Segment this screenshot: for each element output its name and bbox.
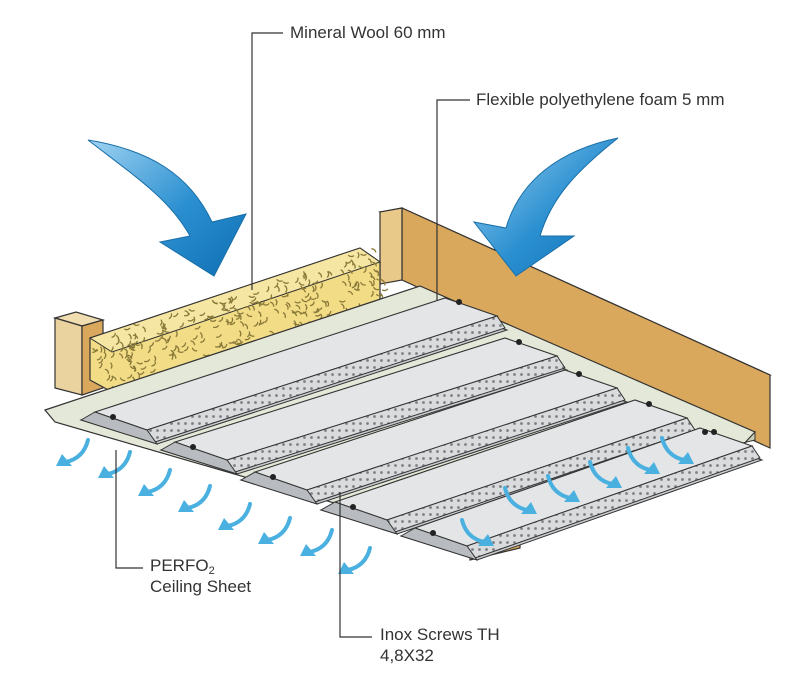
perfo2-ceiling-sheet: [79, 297, 764, 561]
small-curved-arrow-icon: [98, 450, 132, 478]
sheet-rib-end: [239, 471, 319, 505]
small-curved-arrow-icon: [56, 438, 90, 466]
screw-icon: [110, 414, 116, 420]
curved-arrow-down-icon: [87, 139, 247, 277]
sheet-rib-end: [159, 441, 239, 475]
screw-icon: [190, 444, 196, 450]
small-curved-arrow-icon: [338, 546, 372, 574]
perfo2-sheet-label: PERFO2 Ceiling Sheet: [150, 555, 251, 597]
small-curved-arrow-icon: [300, 528, 334, 556]
pe-foam-label: Flexible polyethylene foam 5 mm: [476, 90, 725, 109]
curved-arrow-down-icon: [472, 137, 619, 277]
small-curved-arrow-icon: [588, 460, 622, 488]
screw-icon: [456, 299, 462, 305]
sheet-leader: [115, 450, 143, 569]
mineral-wool-layer: [88, 247, 389, 393]
sheet-rib-end: [79, 411, 159, 445]
small-curved-arrow-icon: [626, 446, 660, 474]
small-curved-arrow-icon: [503, 486, 537, 514]
small-curved-arrow-icon: [178, 484, 212, 512]
small-curved-arrow-icon: [258, 516, 292, 544]
screw-icon: [430, 530, 436, 536]
absorbed-sound-arrows: [56, 436, 694, 574]
sheet-rib-end: [399, 527, 479, 561]
screw-icon: [576, 371, 582, 377]
screws-line2: 4,8X32: [380, 646, 434, 665]
small-curved-arrow-icon: [546, 474, 580, 502]
ceiling-sheet-text: Ceiling Sheet: [150, 577, 252, 596]
screw-icon: [646, 401, 652, 407]
mineral-wool-leader: [251, 32, 283, 290]
small-curved-arrow-icon: [460, 518, 494, 546]
small-curved-arrow-icon: [660, 436, 694, 464]
inox-screws: [110, 299, 717, 536]
screws-line1: Inox Screws TH: [380, 625, 500, 644]
perfo2-subscript: 2: [208, 565, 215, 577]
back-wooden-beam: [378, 207, 772, 449]
screw-icon: [516, 339, 522, 345]
screw-icon: [350, 504, 356, 510]
inox-screws-label: Inox Screws TH 4,8X32: [380, 624, 500, 666]
mineral-wool-label: Mineral Wool 60 mm: [290, 23, 446, 42]
screw-icon: [702, 429, 708, 435]
screw-icon: [270, 474, 276, 480]
perfo2-prefix: PERFO: [150, 556, 209, 575]
small-curved-arrow-icon: [138, 468, 172, 496]
pe-foam-leader: [436, 99, 470, 300]
screws-leader: [339, 492, 372, 638]
small-curved-arrow-icon: [218, 502, 252, 530]
screw-icon: [711, 429, 717, 435]
